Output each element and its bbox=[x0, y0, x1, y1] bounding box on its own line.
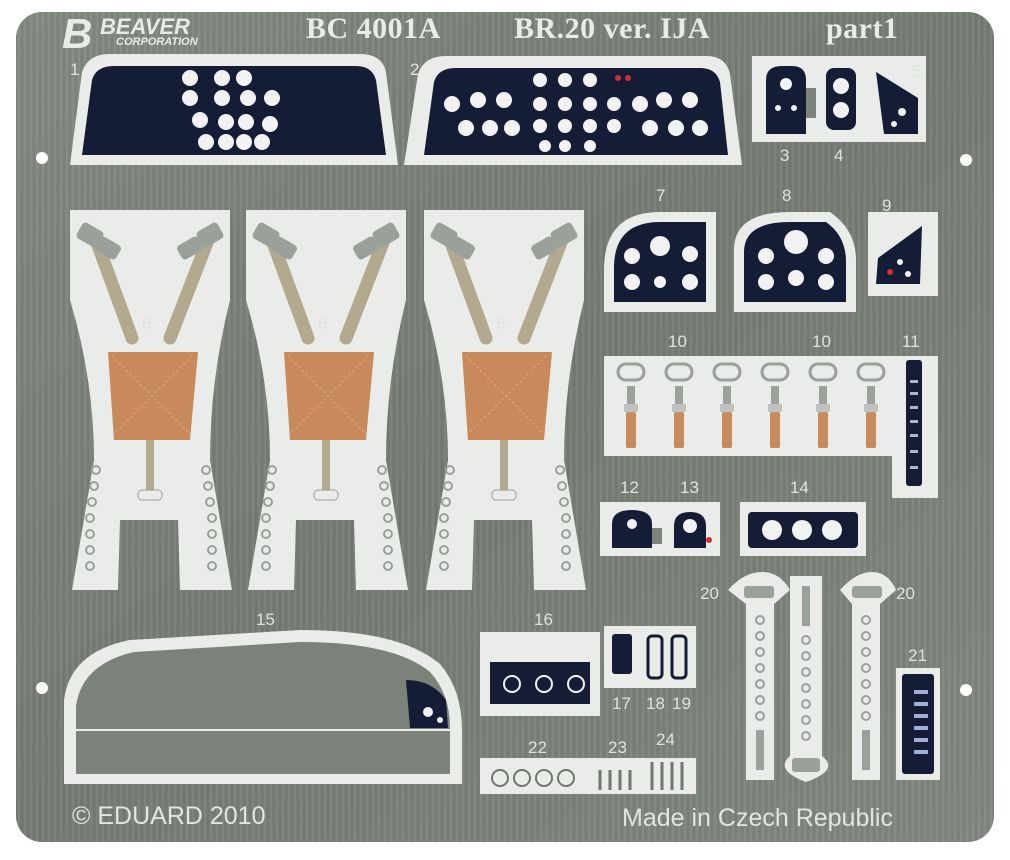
part-number: 4 bbox=[834, 146, 844, 165]
part-20-straps bbox=[728, 572, 896, 782]
part-number: 19 bbox=[672, 694, 691, 713]
parts-3-4-5-small-panels bbox=[752, 56, 926, 142]
origin-text: Made in Czech Republic bbox=[622, 804, 893, 832]
part-number: 21 bbox=[908, 646, 927, 665]
part-6-seat bbox=[70, 210, 232, 590]
part-number: 12 bbox=[620, 478, 639, 497]
seat-harness-group bbox=[70, 210, 232, 590]
model-name: BR.20 ver. IJA bbox=[514, 12, 710, 45]
mount-hole bbox=[36, 682, 48, 694]
part-number: 10 bbox=[668, 332, 687, 351]
part-number: 15 bbox=[256, 610, 275, 629]
part-number: 9 bbox=[882, 196, 892, 215]
parts-17-18-19 bbox=[604, 626, 696, 688]
part-2-main-panel bbox=[404, 56, 742, 165]
part-number: 5 bbox=[912, 62, 922, 81]
parts-10-11-harness-buckles bbox=[604, 356, 938, 498]
part-number: 1 bbox=[70, 60, 80, 79]
parts-22-23-24 bbox=[480, 758, 696, 794]
brand-name: BEAVER bbox=[100, 14, 191, 39]
part-number: 13 bbox=[680, 478, 699, 497]
part-number: 6 bbox=[142, 314, 152, 333]
part-number: 22 bbox=[528, 738, 547, 757]
product-code: BC 4001A bbox=[306, 12, 441, 45]
part-number: 18 bbox=[646, 694, 665, 713]
part-number: 8 bbox=[782, 186, 792, 205]
copyright-text: © EDUARD 2010 bbox=[72, 802, 266, 830]
part-number: 10 bbox=[812, 332, 831, 351]
mount-hole bbox=[36, 152, 48, 164]
part-14-panel bbox=[740, 502, 866, 556]
parts-12-13-panels bbox=[600, 502, 720, 556]
part-number: 11 bbox=[902, 332, 920, 351]
part-number: 3 bbox=[780, 146, 790, 165]
part-number: 6 bbox=[318, 314, 328, 333]
part-1-instrument-panel bbox=[70, 54, 398, 165]
part-number: 24 bbox=[656, 730, 675, 749]
part-label: part1 bbox=[826, 12, 899, 45]
part-15-large-panel bbox=[64, 630, 462, 784]
part-number: 7 bbox=[656, 186, 666, 205]
part-16-panel bbox=[480, 632, 600, 716]
part-9-side-panel bbox=[868, 212, 938, 296]
part-number: 20 bbox=[700, 584, 719, 603]
part-8-panel bbox=[734, 212, 856, 312]
part-number: 14 bbox=[790, 478, 809, 497]
mount-hole bbox=[960, 684, 972, 696]
brand-logo-letter: B bbox=[62, 10, 93, 57]
brand-subtitle: CORPORATION bbox=[116, 36, 198, 48]
mount-hole bbox=[960, 154, 972, 166]
part-21-switch-panel bbox=[896, 668, 940, 780]
part-number: 16 bbox=[534, 610, 553, 629]
part-number: 2 bbox=[410, 60, 420, 79]
part-number: 20 bbox=[896, 584, 915, 603]
part-number: 17 bbox=[612, 694, 631, 713]
part-7-panel bbox=[604, 212, 716, 312]
part-number: 6 bbox=[496, 314, 506, 333]
part-number: 23 bbox=[608, 738, 627, 757]
